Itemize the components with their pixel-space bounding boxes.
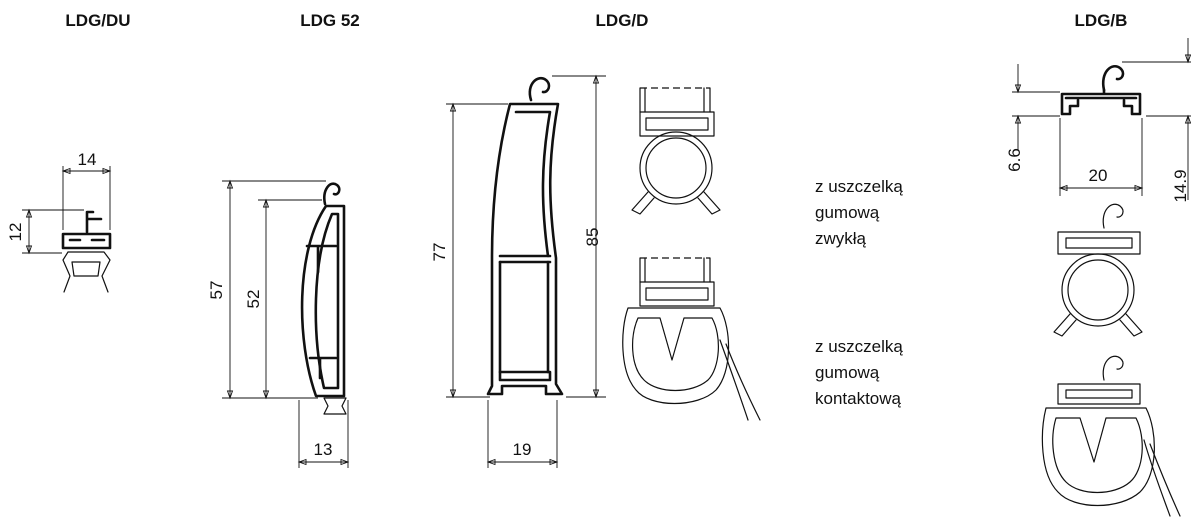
ldg-b-contact-seal <box>1041 355 1181 517</box>
ldg-d-profile-drawing <box>486 77 564 396</box>
ldg-d-total-dimension: 85 <box>552 74 606 399</box>
ldg-52-width-dimension: 13 <box>297 400 350 468</box>
ldg-d-title: LDG/D <box>596 11 649 30</box>
ldg-b-standard-seal <box>1053 203 1143 337</box>
standard-seal-note: z uszczelką gumową zwykłą <box>815 177 903 248</box>
ldg-52-body-dimension: 52 <box>244 198 322 400</box>
ldg-du-height-dimension: 12 <box>6 208 84 255</box>
ldg-52-group: LDG 52 57 52 13 <box>207 11 360 468</box>
ldg-b-total-label: 14.9 <box>1171 169 1190 202</box>
ldg-b-height-dimension: 6.6 <box>1005 64 1060 172</box>
standard-seal-note-line-3: zwykłą <box>815 229 867 248</box>
ldg-d-total-label: 85 <box>583 228 602 247</box>
contact-seal-note-line-1: z uszczelką <box>815 337 903 356</box>
ldg-du-title: LDG/DU <box>65 11 130 30</box>
ldg-52-width-label: 13 <box>314 440 333 459</box>
ldg-b-width-label: 20 <box>1089 166 1108 185</box>
ldg-b-profile-drawing <box>1060 65 1142 116</box>
ldg-52-total-dimension: 57 <box>207 179 326 400</box>
contact-seal-note-line-2: gumową <box>815 363 880 382</box>
ldg-b-height-label: 6.6 <box>1005 148 1024 172</box>
ldg-52-total-label: 57 <box>207 281 226 300</box>
contact-seal-note-line-3: kontaktową <box>815 389 902 408</box>
ldg-52-profile-drawing <box>300 182 347 415</box>
ldg-52-body-label: 52 <box>244 290 263 309</box>
contact-seal-note: z uszczelką gumową kontaktową <box>815 337 903 408</box>
ldg-du-profile-drawing <box>61 210 112 293</box>
ldg-d-body-label: 77 <box>430 243 449 262</box>
ldg-du-width-dimension: 14 <box>61 150 112 230</box>
ldg-52-title: LDG 52 <box>300 11 360 30</box>
ldg-b-width-dimension: 20 <box>1058 118 1144 196</box>
ldg-b-title: LDG/B <box>1075 11 1128 30</box>
standard-seal-note-line-1: z uszczelką <box>815 177 903 196</box>
standard-seal-detail <box>631 87 721 215</box>
contact-seal-detail <box>622 257 761 421</box>
ldg-du-width-label: 14 <box>78 150 97 169</box>
ldg-b-group: LDG/B 6.6 20 14.9 <box>1005 11 1191 517</box>
ldg-du-group: LDG/DU 14 12 <box>6 11 131 293</box>
ldg-d-body-dimension: 77 <box>430 102 508 399</box>
ldg-d-width-label: 19 <box>513 440 532 459</box>
ldg-d-group: LDG/D 77 85 19 <box>430 11 648 468</box>
ldg-du-height-label: 12 <box>6 223 25 242</box>
ldg-d-width-dimension: 19 <box>486 400 559 468</box>
standard-seal-note-line-2: gumową <box>815 203 880 222</box>
ldg-b-total-dimension: 14.9 <box>1122 38 1191 203</box>
